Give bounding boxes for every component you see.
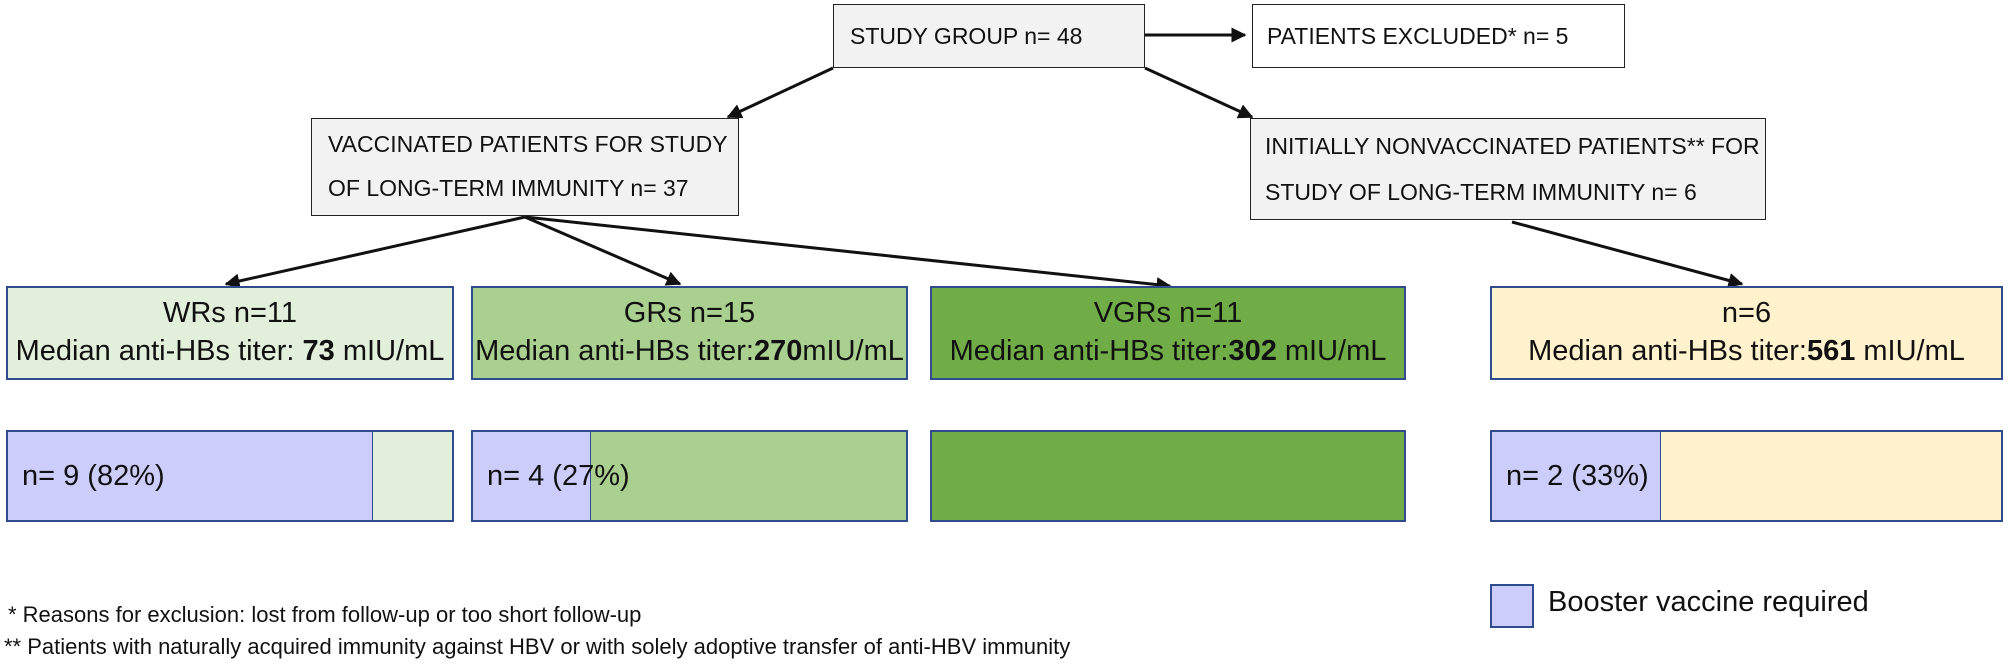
titer-value: 73 bbox=[302, 335, 335, 367]
arrow-to-grs bbox=[524, 215, 682, 286]
excluded-box: PATIENTS EXCLUDED* n= 5 bbox=[1252, 4, 1625, 68]
titer-unit: mIU/mL bbox=[1276, 335, 1387, 367]
titer-unit: mIU/mL bbox=[334, 335, 445, 367]
nonvaccinated-box: INITIALLY NONVACCINATED PATIENTS** FOR S… bbox=[1250, 118, 1766, 220]
legend-swatch bbox=[1490, 584, 1534, 628]
titer-value: 561 bbox=[1806, 335, 1856, 367]
titer-value: 270 bbox=[753, 335, 803, 367]
group-box-vgrs: VGRs n=11 Median anti-HBs titer:302 mIU/… bbox=[930, 286, 1406, 380]
group-title-nonvacc: n=6 bbox=[1721, 297, 1772, 329]
group-box-grs: GRs n=15 Median anti-HBs titer:270mIU/mL bbox=[471, 286, 908, 380]
group-box-nonvacc: n=6 Median anti-HBs titer:561 mIU/mL bbox=[1490, 286, 2003, 380]
group-titer-grs: Median anti-HBs titer:270mIU/mL bbox=[473, 332, 906, 370]
vaccinated-line2: OF LONG-TERM IMMUNITY n= 37 bbox=[328, 175, 689, 201]
group-titer-wrs: Median anti-HBs titer: 73 mIU/mL bbox=[8, 332, 452, 370]
footnote-nonvaccinated: ** Patients with naturally acquired immu… bbox=[4, 634, 1071, 659]
nonvaccinated-line2: STUDY OF LONG-TERM IMMUNITY n= 6 bbox=[1265, 179, 1697, 205]
arrow-to-nonvaccinated bbox=[1144, 66, 1254, 119]
titer-value: 302 bbox=[1228, 335, 1277, 367]
booster-bar-grs: n= 4 (27%) bbox=[471, 430, 908, 522]
arrow-to-wrs bbox=[224, 215, 526, 289]
group-titer-nonvacc: Median anti-HBs titer:561 mIU/mL bbox=[1492, 332, 2001, 370]
group-box-wrs: WRs n=11 Median anti-HBs titer: 73 mIU/m… bbox=[6, 286, 454, 380]
nonvaccinated-line1: INITIALLY NONVACCINATED PATIENTS** FOR bbox=[1265, 133, 1760, 159]
booster-bar-wrs: n= 9 (82%) bbox=[6, 430, 454, 522]
booster-label-grs: n= 4 (27%) bbox=[487, 460, 630, 492]
vaccinated-line1: VACCINATED PATIENTS FOR STUDY bbox=[328, 131, 728, 157]
titer-prefix: Median anti-HBs titer: bbox=[1528, 335, 1807, 367]
group-title-grs: GRs n=15 bbox=[623, 297, 756, 329]
arrow-to-vaccinated bbox=[726, 66, 834, 119]
booster-fill-grs bbox=[473, 432, 591, 520]
group-title-vgrs: VGRs n=11 bbox=[1093, 297, 1243, 329]
group-title-wrs: WRs n=11 bbox=[162, 297, 298, 329]
group-titer-vgrs: Median anti-HBs titer:302 mIU/mL bbox=[932, 332, 1404, 370]
study-group-label: STUDY GROUP n= 48 bbox=[850, 23, 1083, 49]
study-group-box: STUDY GROUP n= 48 bbox=[833, 4, 1145, 68]
vaccinated-box: VACCINATED PATIENTS FOR STUDY OF LONG-TE… bbox=[311, 118, 739, 216]
titer-prefix: Median anti-HBs titer: bbox=[949, 335, 1229, 367]
titer-prefix: Median anti-HBs titer: bbox=[15, 335, 303, 367]
titer-unit: mIU/mL bbox=[802, 335, 904, 367]
footnote-exclusion: * Reasons for exclusion: lost from follo… bbox=[8, 602, 642, 627]
titer-unit: mIU/mL bbox=[1855, 335, 1965, 367]
booster-bar-vgrs bbox=[930, 430, 1406, 522]
titer-prefix: Median anti-HBs titer: bbox=[475, 335, 754, 367]
legend-label: Booster vaccine required bbox=[1548, 586, 1869, 618]
booster-bar-nonvacc: n= 2 (33%) bbox=[1490, 430, 2003, 522]
booster-label-wrs: n= 9 (82%) bbox=[22, 460, 165, 492]
arrow-to-nonvacc-group bbox=[1511, 220, 1744, 288]
booster-label-nonvacc: n= 2 (33%) bbox=[1506, 460, 1649, 492]
excluded-label: PATIENTS EXCLUDED* n= 5 bbox=[1267, 23, 1569, 49]
booster-fill-nonvacc bbox=[1492, 432, 1661, 520]
booster-fill-wrs bbox=[8, 432, 374, 520]
arrow-to-vgrs bbox=[524, 215, 1172, 293]
